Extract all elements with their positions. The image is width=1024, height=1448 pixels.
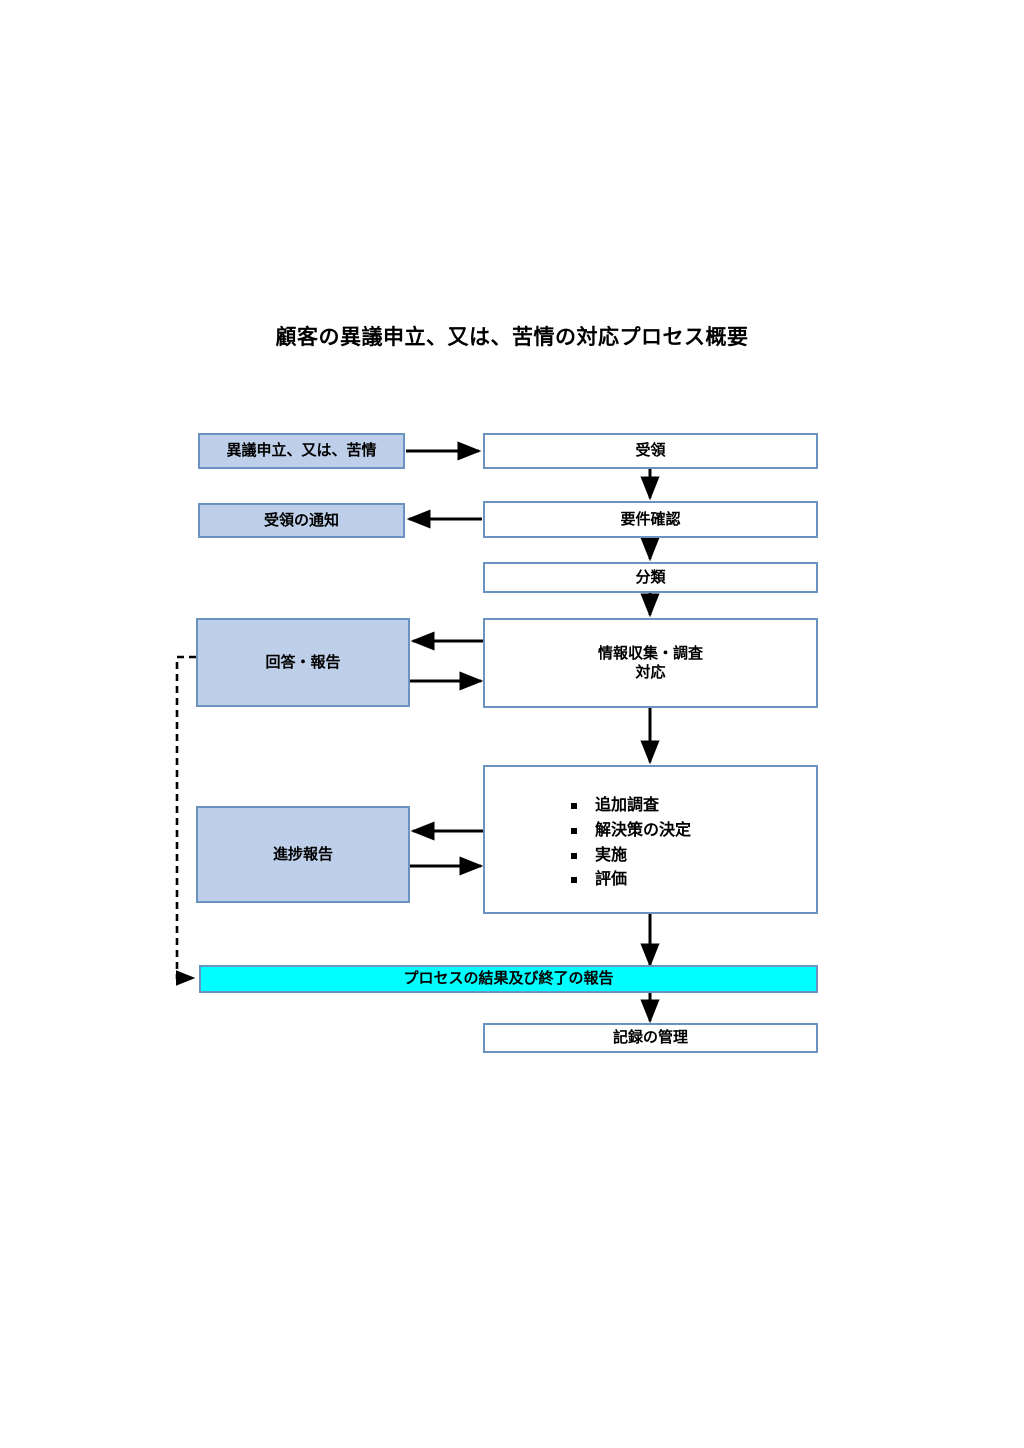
node-complaint-input[interactable]: 異議申立、又は、苦情: [198, 433, 405, 469]
actions-item-label: 評価: [595, 869, 628, 889]
bullet-square-icon: [571, 803, 577, 809]
node-receipt[interactable]: 受領: [483, 433, 818, 469]
actions-item-label: 実施: [595, 844, 628, 864]
node-receipt-notice[interactable]: 受領の通知: [198, 503, 405, 538]
node-classification[interactable]: 分類: [483, 562, 818, 593]
bullet-square-icon: [571, 852, 577, 859]
node-complaint-input-label: 異議申立、又は、苦情: [226, 441, 377, 460]
actions-item-label: 解決策の決定: [595, 819, 692, 839]
node-actions[interactable]: 追加調査 解決策の決定 実施 評価: [483, 765, 818, 914]
node-receipt-label: 受領: [635, 441, 666, 460]
node-record-management-label: 記録の管理: [612, 1028, 688, 1047]
list-item: 評価: [571, 867, 691, 892]
node-answer-report[interactable]: 回答・報告: [196, 618, 410, 707]
node-requirement-check-label: 要件確認: [620, 509, 681, 528]
node-requirement-check[interactable]: 要件確認: [483, 501, 818, 538]
node-answer-report-label: 回答・報告: [265, 652, 341, 671]
node-process-result-report[interactable]: プロセスの結果及び終了の報告: [199, 965, 818, 993]
bullet-square-icon: [571, 877, 577, 884]
node-classification-label: 分類: [635, 567, 666, 586]
list-item: 追加調査: [571, 793, 691, 818]
node-progress-report[interactable]: 進捗報告: [196, 806, 410, 903]
connector-answer-report-to-process-result-report: [175, 655, 196, 986]
bullet-square-icon: [571, 827, 577, 834]
node-process-result-report-label: プロセスの結果及び終了の報告: [403, 969, 614, 988]
list-item: 実施: [571, 843, 691, 868]
node-info-collection[interactable]: 情報収集・調査 対応: [483, 618, 818, 708]
page-title: 顧客の異議申立、又は、苦情の対応プロセス概要: [275, 325, 749, 349]
node-receipt-notice-label: 受領の通知: [263, 510, 339, 529]
node-record-management[interactable]: 記録の管理: [483, 1023, 818, 1053]
list-item: 解決策の決定: [571, 818, 691, 843]
actions-list: 追加調査 解決策の決定 実施 評価: [571, 793, 691, 892]
node-info-collection-label: 情報収集・調査 対応: [597, 643, 703, 682]
node-progress-report-label: 進捗報告: [272, 844, 333, 863]
actions-item-label: 追加調査: [595, 795, 660, 814]
